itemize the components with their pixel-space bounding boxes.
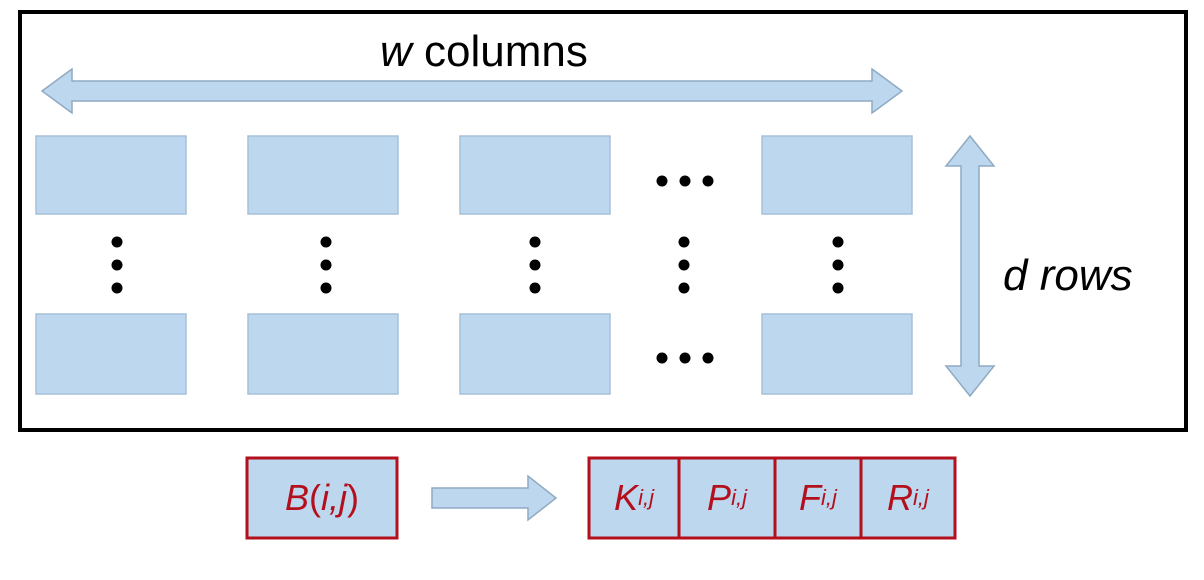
columns-variable: w [380,27,412,76]
counter-cell [761,135,913,215]
record-field-box [773,456,863,540]
source-cell-box [245,456,399,540]
vertical-ellipsis [320,236,332,294]
source-close-paren: ) [347,477,359,518]
source-open-paren: ( [309,477,321,518]
rows-label: d rows [1003,254,1133,298]
record-field-box [859,456,957,540]
rows-double-arrow [944,134,996,398]
field-letter: K [614,477,639,518]
field-letter: P [707,477,732,518]
counter-cell [761,313,913,395]
counter-cell [459,135,611,215]
vertical-ellipsis [832,236,844,294]
field-subscript: i,j [821,485,837,510]
rows-text: rows [1027,251,1133,300]
field-letter: R [887,477,914,518]
vertical-ellipsis [678,236,690,294]
field-subscript: i,j [913,485,929,510]
columns-label: w columns [380,30,588,74]
maps-to-arrow [431,474,558,522]
counter-cell [459,313,611,395]
field-letter: F [799,477,822,518]
horizontal-ellipsis-bottom [656,352,714,364]
record-field-box [677,456,777,540]
source-fn: B [284,477,309,518]
field-subscript: i,j [731,485,747,510]
counter-cell [247,313,399,395]
counter-cell [247,135,399,215]
field-subscript: i,j [638,485,654,510]
rows-variable: d [1003,251,1028,300]
record-field-box [587,456,681,540]
vertical-ellipsis [111,236,123,294]
source-args: i,j [321,477,347,518]
vertical-ellipsis [529,236,541,294]
columns-text: columns [411,27,588,76]
horizontal-ellipsis-top [656,175,714,187]
source-cell-label: B(i,j) [247,458,397,538]
counter-cell [35,135,187,215]
counter-cell [35,313,187,395]
columns-double-arrow [40,67,904,115]
